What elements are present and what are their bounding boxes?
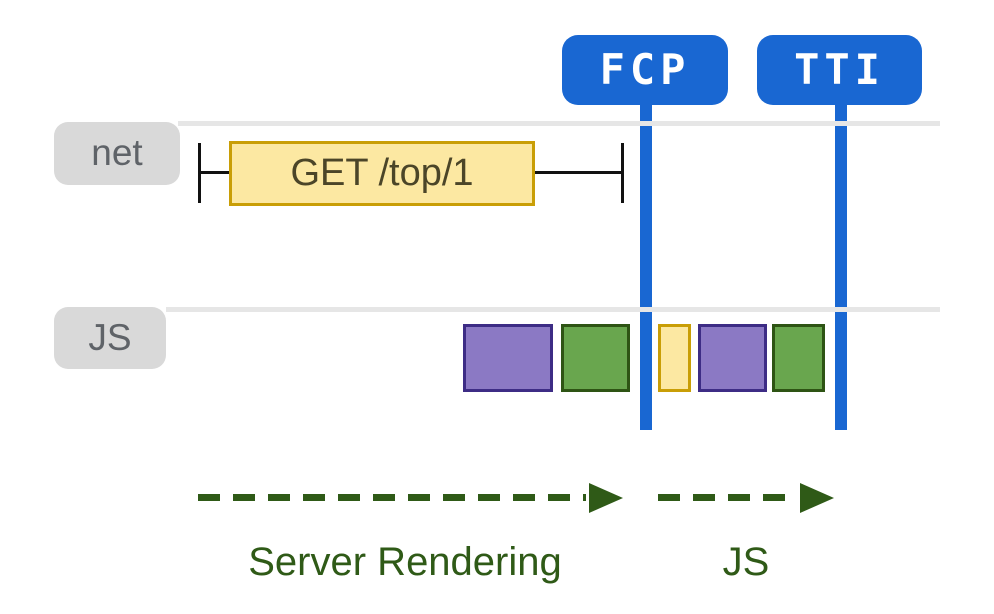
server-rendering-arrow <box>198 494 586 501</box>
js-block-green <box>772 324 825 392</box>
tti-badge: TTI <box>757 35 922 105</box>
request-end-tick <box>621 143 624 203</box>
js-block-yellow <box>658 324 691 392</box>
js-block-purple <box>463 324 553 392</box>
js-track-line <box>166 307 940 312</box>
js-track-label: JS <box>54 307 166 369</box>
js-phase-arrowhead-icon <box>800 483 834 513</box>
net-track-line <box>178 121 940 126</box>
request-end-connector <box>535 171 623 174</box>
request-start-connector <box>198 171 229 174</box>
server-rendering-arrowhead-icon <box>589 483 623 513</box>
net-track-label: net <box>54 122 180 185</box>
fcp-marker-line <box>640 104 652 430</box>
fcp-badge: FCP <box>562 35 728 105</box>
network-request-bar: GET /top/1 <box>229 141 535 206</box>
js-block-purple <box>698 324 767 392</box>
js-phase-arrow <box>658 494 794 501</box>
js-block-green <box>561 324 630 392</box>
js-phase-label: JS <box>722 540 770 584</box>
tti-marker-line <box>835 104 847 430</box>
server-rendering-phase-label: Server Rendering <box>248 540 562 584</box>
